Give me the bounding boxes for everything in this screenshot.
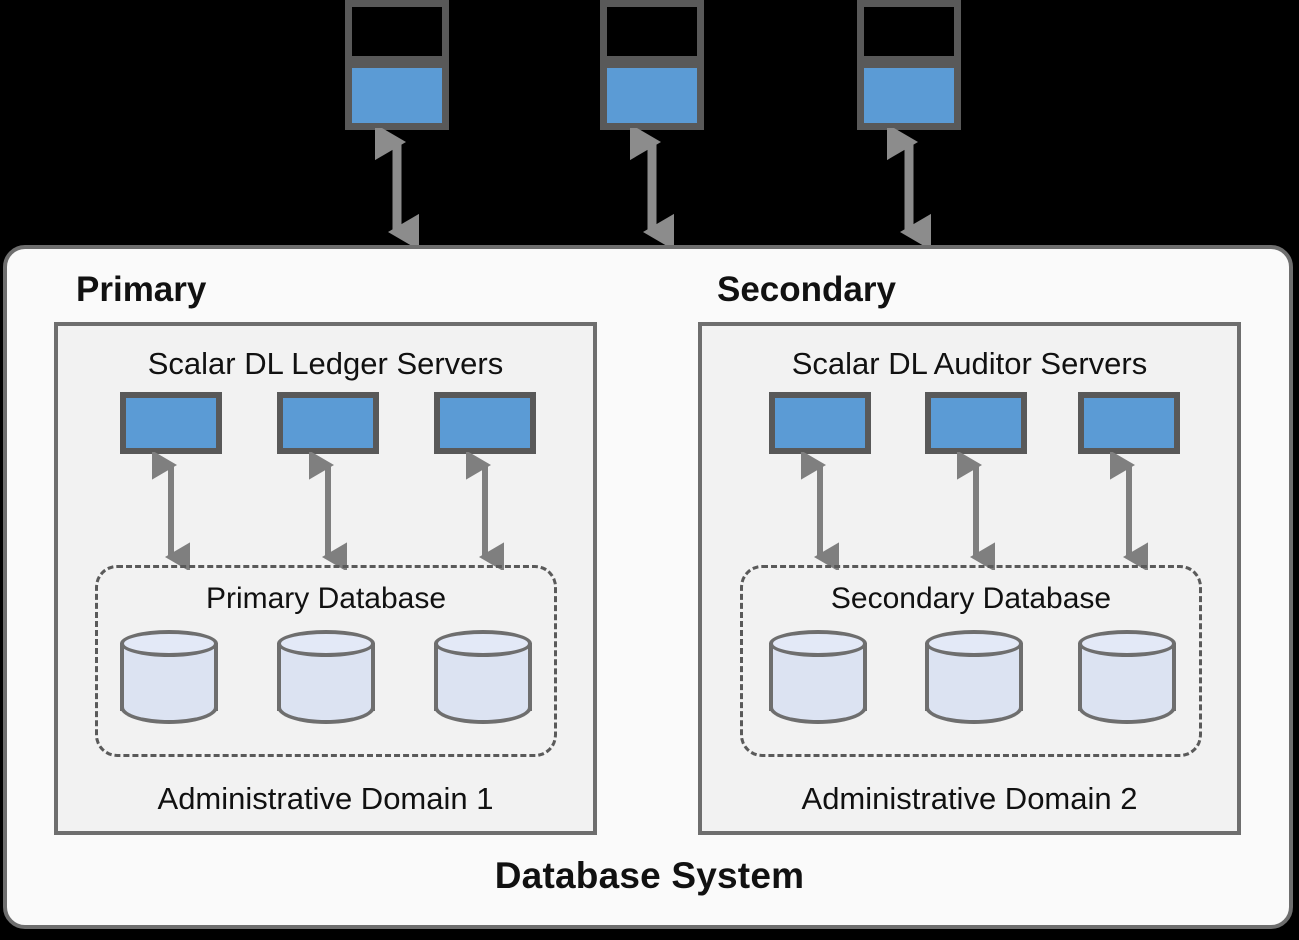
ledger-server-2[interactable] xyxy=(277,392,379,454)
primary-db-node-3[interactable] xyxy=(434,630,532,724)
cylinder-side-right xyxy=(863,643,867,711)
cylinder-side-right xyxy=(1172,643,1176,711)
cylinder-side-right xyxy=(214,643,218,711)
client-link-1 xyxy=(375,128,419,246)
cylinder-side-left xyxy=(925,643,929,711)
ledger-db-link-1 xyxy=(152,452,190,570)
cylinder-top xyxy=(769,630,867,657)
client-terminal-1[interactable] xyxy=(345,0,449,130)
cylinder-top xyxy=(925,630,1023,657)
primary-db-node-2[interactable] xyxy=(277,630,375,724)
secondary-db-node-1[interactable] xyxy=(769,630,867,724)
cylinder-side-left xyxy=(277,643,281,711)
client-screen-icon xyxy=(345,0,449,63)
secondary-database-group: Secondary Database xyxy=(740,565,1202,757)
client-screen-icon xyxy=(600,0,704,63)
ledger-servers-title: Scalar DL Ledger Servers xyxy=(147,346,504,381)
cylinder-side-right xyxy=(371,643,375,711)
site-heading-secondary: Secondary xyxy=(717,270,896,309)
auditor-db-link-1 xyxy=(801,452,839,570)
site-heading-primary: Primary xyxy=(76,270,207,309)
client-link-2 xyxy=(630,128,674,246)
cylinder-side-right xyxy=(528,643,532,711)
auditor-server-3[interactable] xyxy=(1078,392,1180,454)
auditor-servers-title: Scalar DL Auditor Servers xyxy=(791,346,1148,381)
cylinder-side-right xyxy=(1019,643,1023,711)
ledger-server-1[interactable] xyxy=(120,392,222,454)
cylinder-side-left xyxy=(769,643,773,711)
cylinder-top xyxy=(120,630,218,657)
auditor-db-link-3 xyxy=(1110,452,1148,570)
primary-database-label: Primary Database xyxy=(205,582,447,615)
cylinder-side-left xyxy=(1078,643,1082,711)
client-screen-icon xyxy=(857,0,961,63)
primary-database-group: Primary Database xyxy=(95,565,557,757)
client-body-icon xyxy=(345,61,449,130)
auditor-db-link-2 xyxy=(957,452,995,570)
client-body-icon xyxy=(857,61,961,130)
ledger-server-3[interactable] xyxy=(434,392,536,454)
cylinder-top xyxy=(1078,630,1176,657)
client-terminal-2[interactable] xyxy=(600,0,704,130)
client-body-icon xyxy=(600,61,704,130)
auditor-server-2[interactable] xyxy=(925,392,1027,454)
cylinder-side-left xyxy=(434,643,438,711)
cylinder-top xyxy=(434,630,532,657)
auditor-server-1[interactable] xyxy=(769,392,871,454)
cylinder-side-left xyxy=(120,643,124,711)
cylinder-top xyxy=(277,630,375,657)
secondary-database-label: Secondary Database xyxy=(830,582,1112,615)
primary-db-node-1[interactable] xyxy=(120,630,218,724)
administrative-domain-1-label: Administrative Domain 1 xyxy=(157,781,494,816)
secondary-db-node-2[interactable] xyxy=(925,630,1023,724)
ledger-db-link-2 xyxy=(309,452,347,570)
secondary-db-node-3[interactable] xyxy=(1078,630,1176,724)
administrative-domain-2-label: Administrative Domain 2 xyxy=(801,781,1138,816)
ledger-db-link-3 xyxy=(466,452,504,570)
database-system-label: Database System xyxy=(494,855,805,896)
client-terminal-3[interactable] xyxy=(857,0,961,130)
client-link-3 xyxy=(887,128,931,246)
